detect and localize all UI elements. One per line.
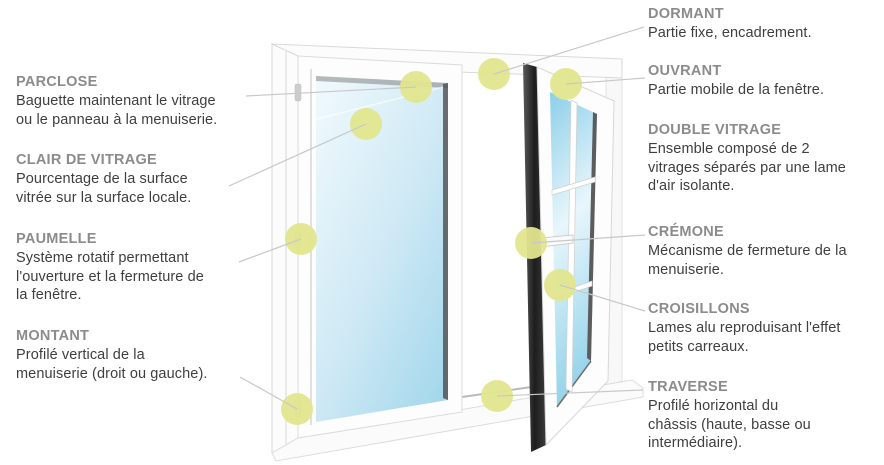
description-croisillons: Lames alu reproduisant l'effet petits ca… bbox=[648, 320, 841, 355]
label-double-vitrage: DOUBLE VITRAGE Ensemble composé de 2 vit… bbox=[648, 121, 882, 196]
leader-dormant bbox=[493, 26, 645, 75]
label-traverse: TRAVERSE Profilé horizontal du châssis (… bbox=[648, 378, 882, 453]
leader-montant bbox=[239, 376, 298, 410]
open-glass-right-bevel bbox=[587, 112, 597, 361]
term-double-vitrage: DOUBLE VITRAGE bbox=[648, 122, 782, 138]
term-dormant: DORMANT bbox=[648, 6, 724, 22]
description-dormant: Partie fixe, encadrement. bbox=[648, 25, 812, 41]
label-dormant: DORMANT Partie fixe, encadrement. bbox=[648, 5, 882, 43]
left-glass-right-bevel bbox=[443, 83, 448, 400]
leader-paumelle bbox=[238, 238, 302, 263]
label-clair-de-vitrage: CLAIR DE VITRAGE Pourcentage de la surfa… bbox=[16, 151, 266, 207]
term-traverse: TRAVERSE bbox=[648, 379, 728, 395]
term-cremone: CRÉMONE bbox=[648, 224, 724, 240]
label-ouvrant: OUVRANT Partie mobile de la fenêtre. bbox=[648, 62, 882, 100]
description-montant: Profilé vertical de la menuiserie (droit… bbox=[16, 347, 208, 382]
paumelle-hinge-top bbox=[294, 83, 302, 102]
term-clair-de-vitrage: CLAIR DE VITRAGE bbox=[16, 152, 157, 168]
term-croisillons: CROISILLONS bbox=[648, 301, 750, 317]
description-paumelle: Système rotatif permettant l'ouverture e… bbox=[16, 250, 204, 303]
leader-parclose bbox=[245, 86, 417, 97]
left-sash-closed bbox=[294, 55, 463, 439]
term-montant: MONTANT bbox=[16, 328, 90, 344]
label-croisillons: CROISILLONS Lames alu reproduisant l'eff… bbox=[648, 300, 882, 356]
description-ouvrant: Partie mobile de la fenêtre. bbox=[648, 82, 825, 98]
leader-ouvrant bbox=[565, 77, 646, 85]
term-ouvrant: OUVRANT bbox=[648, 63, 722, 79]
description-cremone: Mécanisme de fermeture de la menuiserie. bbox=[648, 243, 847, 278]
leader-croisillons bbox=[559, 284, 646, 312]
open-glass-bottom-bevel bbox=[556, 360, 592, 408]
leader-lines bbox=[228, 26, 646, 410]
description-clair-de-vitrage: Pourcentage de la surface vitrée sur la … bbox=[16, 171, 192, 206]
leader-traverse bbox=[496, 389, 644, 397]
label-parclose: PARCLOSE Baguette maintenant le vitrage … bbox=[16, 73, 266, 129]
label-cremone: CRÉMONE Mécanisme de fermeture de la men… bbox=[648, 223, 882, 279]
leader-cremone bbox=[530, 234, 646, 244]
term-paumelle: PAUMELLE bbox=[16, 231, 97, 247]
label-montant: MONTANT Profilé vertical de la menuiseri… bbox=[16, 327, 266, 383]
label-paumelle: PAUMELLE Système rotatif permettant l'ou… bbox=[16, 230, 266, 305]
leader-clair-de-vitrage bbox=[228, 123, 367, 187]
description-traverse: Profilé horizontal du châssis (haute, ba… bbox=[648, 398, 811, 451]
croisillon-horizontal-bar-1 bbox=[551, 176, 596, 196]
term-parclose: PARCLOSE bbox=[16, 74, 98, 90]
description-double-vitrage: Ensemble composé de 2 vitrages séparés p… bbox=[648, 141, 846, 194]
description-parclose: Baguette maintenant le vitrage ou le pan… bbox=[16, 93, 218, 128]
left-glass bbox=[316, 76, 448, 422]
